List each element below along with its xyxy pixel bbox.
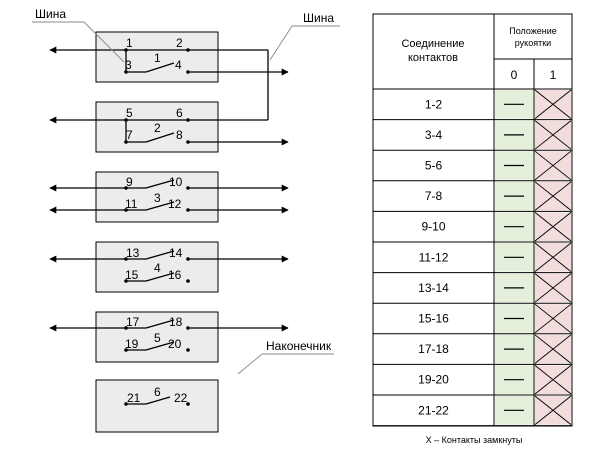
table-row: 3-4 <box>373 120 572 151</box>
contact-5: 5 <box>126 106 133 120</box>
contact-19: 19 <box>125 337 139 351</box>
section-number-1: 1 <box>154 51 161 65</box>
closed-x-mark <box>534 395 572 425</box>
lug-label: Наконечник <box>266 339 332 353</box>
section-number-3: 3 <box>154 191 161 205</box>
position-0-header: 0 <box>511 68 518 82</box>
section-6: 21 22 6 <box>95 379 219 433</box>
contact-8: 8 <box>176 128 183 142</box>
table-rows: 1-2 3-4 5-6 7-8 9-10 11-12 13-14 15-16 17-18 19-2… <box>373 89 572 427</box>
header-position-line1: Положение <box>509 26 557 36</box>
closed-x-mark <box>534 212 572 242</box>
contact-15: 15 <box>125 268 139 282</box>
closed-x-mark <box>534 365 572 395</box>
connection-label: 3-4 <box>425 128 443 142</box>
table-row: 5-6 <box>373 150 572 182</box>
contact-16: 16 <box>168 268 182 282</box>
header-connection-line2: контактов <box>408 52 458 64</box>
closed-x-mark <box>534 120 572 150</box>
closed-x-mark <box>534 150 572 181</box>
header-position-line2: рукоятки <box>515 38 551 48</box>
contact-12: 12 <box>168 197 182 211</box>
connection-label: 15-16 <box>418 312 449 326</box>
contact-20: 20 <box>168 337 182 351</box>
contact-4: 4 <box>175 58 182 72</box>
closed-x-mark <box>534 303 572 334</box>
table-row: 15-16 <box>373 303 572 335</box>
section-3-box <box>95 171 219 223</box>
table-row: 21-22 <box>373 395 572 427</box>
bus-label-left: Шина <box>35 7 66 21</box>
table-row: 19-20 <box>373 365 572 396</box>
position-1-header: 1 <box>550 68 557 82</box>
table-row: 13-14 <box>373 273 572 304</box>
legend-text: X – Контакты замкнуты <box>426 435 523 445</box>
table-row: 11-12 <box>373 242 572 274</box>
contact-1: 1 <box>126 36 133 50</box>
contact-6: 6 <box>176 106 183 120</box>
section-number-5: 5 <box>154 331 161 345</box>
table-row: 17-18 <box>373 334 572 365</box>
contact-17: 17 <box>126 315 140 329</box>
connection-label: 21-22 <box>418 403 449 417</box>
contact-2: 2 <box>176 36 183 50</box>
closed-x-mark <box>534 89 572 119</box>
section-1: 1 2 3 4 1 <box>95 31 219 83</box>
contact-10: 10 <box>169 175 183 189</box>
contact-21: 21 <box>127 391 141 405</box>
connection-label: 19-20 <box>418 373 449 387</box>
table-row: 7-8 <box>373 181 572 212</box>
closed-x-mark <box>534 242 572 272</box>
section-5: 17 18 19 20 5 <box>95 311 219 363</box>
connection-label: 5-6 <box>425 159 443 173</box>
closed-x-mark <box>534 181 572 211</box>
section-number-2: 2 <box>154 121 161 135</box>
connection-label: 7-8 <box>425 189 443 203</box>
section-4: 13 14 15 16 4 <box>95 241 219 293</box>
section-4-box <box>95 241 219 293</box>
section-2: 5 6 7 8 2 <box>95 101 219 153</box>
section-2-box <box>95 101 219 153</box>
contact-11: 11 <box>125 197 138 211</box>
section-number-4: 4 <box>154 261 161 275</box>
section-1-box <box>95 31 219 83</box>
connection-label: 11-12 <box>419 250 449 264</box>
header-connection-line1: Соединение <box>401 38 464 50</box>
contact-14: 14 <box>169 246 183 260</box>
connection-label: 9-10 <box>421 220 445 234</box>
connection-label: 13-14 <box>418 281 449 295</box>
contact-22: 22 <box>174 391 188 405</box>
contact-3: 3 <box>125 58 132 72</box>
closed-x-mark <box>534 273 572 303</box>
wiring <box>49 46 289 332</box>
callouts: Шина Шина Наконечник <box>32 7 340 375</box>
contact-9: 9 <box>126 175 133 189</box>
section-5-box <box>95 311 219 363</box>
connection-label: 17-18 <box>418 342 449 356</box>
connection-label: 1-2 <box>425 97 443 111</box>
table-row: 1-2 <box>373 89 572 121</box>
contact-7: 7 <box>126 128 133 142</box>
contact-table: Соединение контактов Положение рукоятки … <box>372 13 573 427</box>
contact-13: 13 <box>126 246 140 260</box>
closed-x-mark <box>534 334 572 364</box>
table-row: 9-10 <box>373 212 572 243</box>
bus-label-right: Шина <box>303 11 334 25</box>
contact-18: 18 <box>169 315 183 329</box>
section-number-6: 6 <box>154 385 161 399</box>
section-3: 9 10 11 12 3 <box>95 171 219 223</box>
section-6-box <box>95 379 219 433</box>
